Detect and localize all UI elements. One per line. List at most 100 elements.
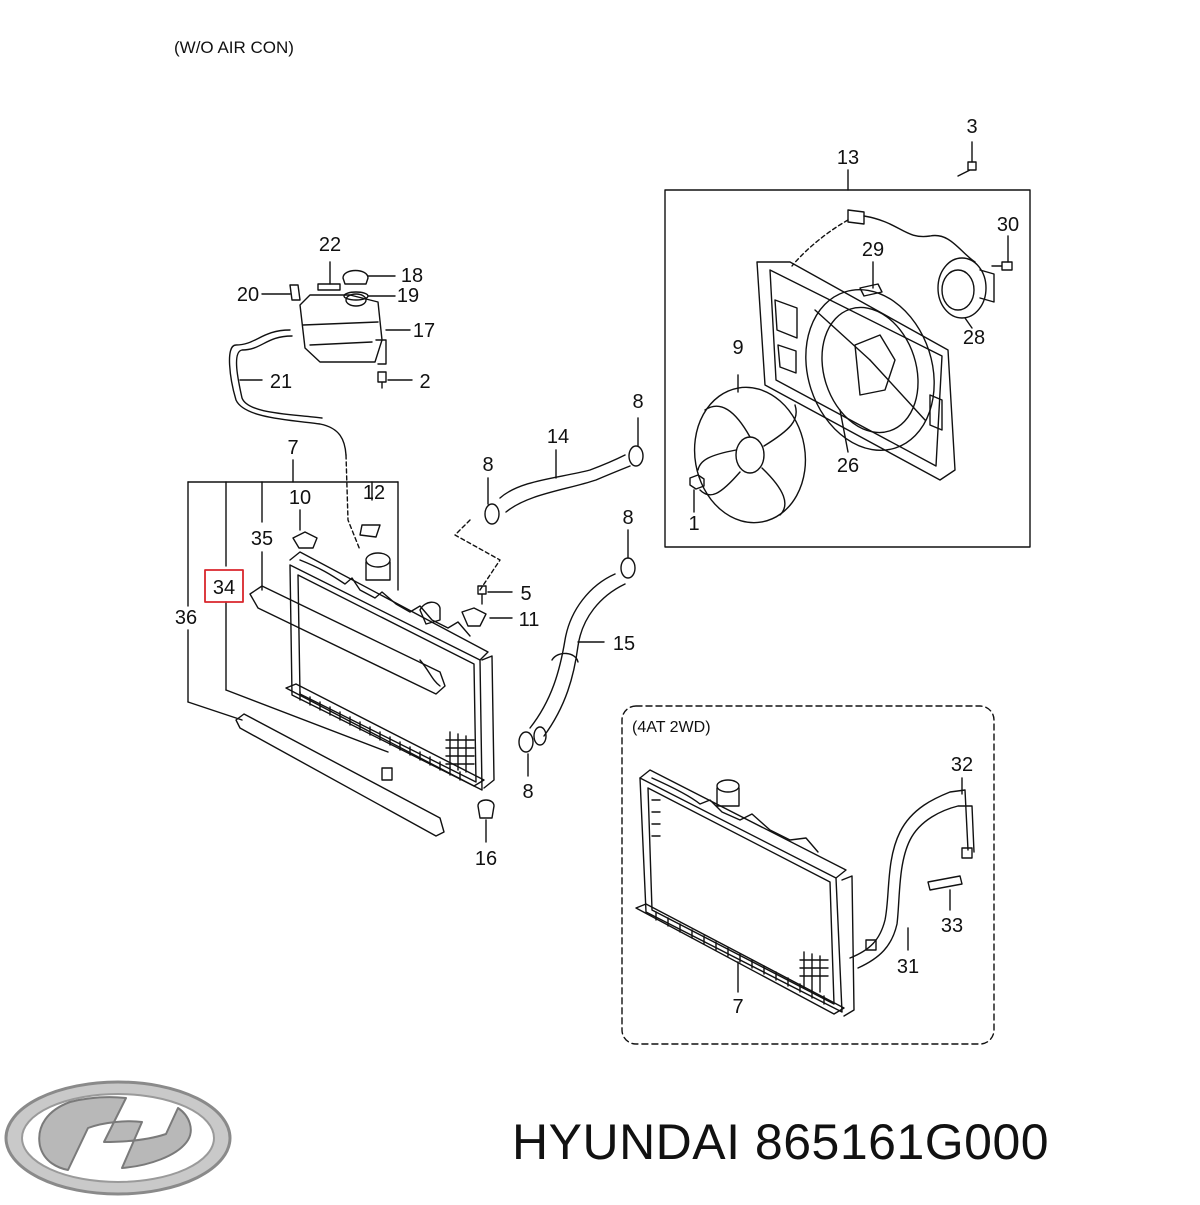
cooler-end-fitting: [961, 847, 973, 859]
inset-radiator-ridges: [651, 777, 819, 853]
reservoir-neck: [345, 293, 367, 307]
lower-hose-15-wall: [543, 583, 626, 737]
reservoir-tank-17: [299, 294, 383, 363]
radiator-hatch: [445, 731, 475, 773]
label-8-top-left: 8: [482, 454, 493, 476]
overflow-hose-21-wall: [235, 335, 323, 419]
radiator-side-tank: [481, 655, 495, 789]
label-29: 29: [862, 239, 884, 261]
clip-33-icon: [927, 875, 963, 891]
screw-30-icon: [991, 261, 1013, 271]
radiator-group: [187, 459, 513, 843]
label-13: 13: [837, 147, 859, 169]
inset-filler-cap: [716, 779, 740, 793]
bolt-5-icon: [477, 585, 487, 605]
label-2: 2: [419, 371, 430, 393]
cap-18-icon: [342, 269, 369, 285]
nut-1-icon: [689, 474, 705, 490]
plate-12-icon: [359, 524, 381, 538]
inset-radiator-top: [639, 769, 847, 879]
clamp-8-lower-left: [518, 731, 534, 753]
motor-mount: [854, 334, 896, 396]
clip-29-icon: [859, 283, 883, 297]
label-12: 12: [363, 482, 385, 504]
cooler-fitting: [865, 939, 877, 951]
reservoir-ribs: [302, 321, 379, 346]
part-labels: 3 13 30 29 28 9 26 1 22 18 20 19 17 21 2…: [175, 116, 1019, 1018]
clamp-8-upper-left: [484, 503, 500, 525]
leader-26: [839, 409, 849, 453]
label-7-inset: 7: [732, 996, 743, 1018]
label-21: 21: [270, 371, 292, 393]
label-1: 1: [688, 513, 699, 535]
label-5: 5: [520, 583, 531, 605]
inset-group: [621, 705, 995, 1045]
label-16: 16: [475, 848, 497, 870]
label-7: 7: [287, 437, 298, 459]
hyundai-logo-icon: [4, 1080, 232, 1196]
mount-16-icon: [477, 799, 495, 819]
fan-shroud: [756, 261, 956, 481]
clip-10-icon: [292, 531, 318, 549]
leader-28: [964, 317, 973, 329]
inset-radiator-core-inner: [647, 787, 835, 1005]
fan-motor-28-face: [941, 269, 975, 311]
fan-assembly-frame: [664, 189, 1031, 548]
radiator-tank-ridges: [299, 559, 471, 637]
radiator-bottom-rail: [285, 683, 485, 787]
fan-motor-28-body: [979, 269, 995, 303]
label-8-top-right: 8: [632, 391, 643, 413]
label-8-mid: 8: [622, 507, 633, 529]
filler-neck: [365, 561, 391, 581]
pipe-20-icon: [289, 284, 301, 301]
clamp-8-upper-right: [628, 445, 644, 467]
clamp-8-lower-right: [620, 557, 636, 579]
part-number-caption: HYUNDAI 865161G000: [512, 1114, 1050, 1170]
radiator-core: [289, 564, 483, 791]
diagram-note: (W/O AIR CON): [174, 38, 294, 57]
inset-radiator-fins: [655, 911, 825, 1005]
seal-35-strip: [249, 585, 446, 695]
bracket-36-tip: [187, 701, 243, 721]
inset-frame: [621, 705, 995, 1045]
hoses-group: [454, 417, 644, 777]
fan-shroud-inner: [769, 269, 943, 467]
label-15: 15: [613, 633, 635, 655]
upper-hose-14: [499, 454, 626, 499]
hose-dashed-route: [345, 454, 361, 551]
inset-label: (4AT 2WD): [632, 719, 711, 736]
lower-hose-15: [529, 573, 616, 729]
seal-35-end: [419, 659, 441, 687]
label-31: 31: [897, 956, 919, 978]
label-26: 26: [837, 455, 859, 477]
bolt-2-icon: [377, 371, 387, 389]
connector-icon: [847, 209, 865, 225]
label-22: 22: [319, 234, 341, 256]
radiator-fins: [299, 691, 461, 781]
label-20: 20: [237, 284, 259, 306]
seal-36-strip: [235, 713, 445, 837]
fan-wire-harness: [863, 215, 976, 263]
inset-radiator-bottom: [635, 903, 845, 1015]
inset-radiator-hatch-left: [651, 799, 661, 837]
label-32: 32: [951, 754, 973, 776]
wire-leader: [791, 219, 849, 267]
label-14: 14: [547, 426, 569, 448]
label-10: 10: [289, 487, 311, 509]
inset-radiator-core: [639, 777, 843, 1013]
label-22-plate: [317, 283, 341, 291]
cooler-line-31: [857, 805, 975, 969]
bolt-3-icon: [957, 161, 977, 177]
label-30: 30: [997, 214, 1019, 236]
filler-cap: [365, 552, 391, 568]
label-9: 9: [732, 337, 743, 359]
radiator-core-inner: [297, 574, 477, 783]
radiator-top-tank: [289, 551, 489, 661]
fan-blade-vanes: [697, 404, 797, 516]
overflow-hose-21: [228, 329, 347, 456]
hose-dashed-route-2: [454, 519, 501, 591]
bracket-17: [375, 339, 387, 365]
shroud-ring-inner: [821, 306, 919, 434]
